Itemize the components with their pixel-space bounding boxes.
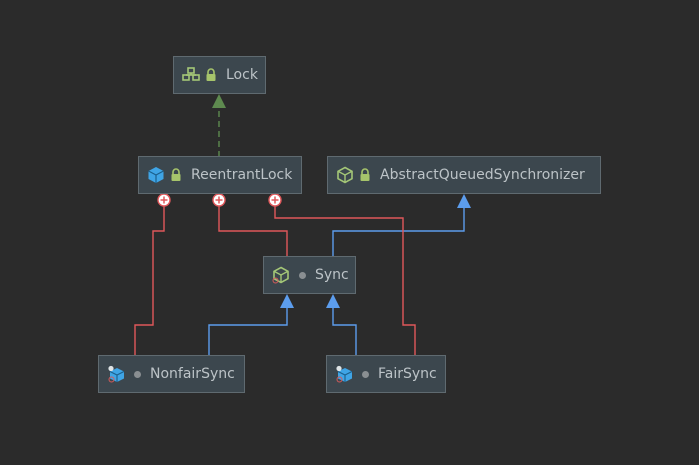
package-private-dot — [299, 271, 306, 279]
edge-extends-nonfair — [208, 307, 288, 356]
abstract-class-icon — [272, 266, 289, 284]
node-label: AbstractQueuedSynchronizer — [380, 167, 585, 183]
arrowhead-implements — [212, 94, 226, 108]
arrowhead-extends-fair — [326, 294, 340, 308]
node-nonfairsync[interactable]: NonfairSync — [98, 355, 245, 393]
arrowhead-extends-nonfair — [280, 294, 294, 308]
node-label: Lock — [226, 67, 258, 83]
static-nested-class-icon — [336, 365, 353, 383]
lock-icon — [171, 168, 181, 181]
inner-class-marker — [268, 193, 282, 207]
node-label: NonfairSync — [150, 366, 235, 382]
inner-class-marker — [157, 193, 171, 207]
lock-icon — [360, 168, 370, 181]
inner-class-marker — [212, 193, 226, 207]
lock-icon — [206, 68, 216, 81]
edge-inner-sync — [218, 206, 288, 257]
edge-extends-fair — [332, 307, 357, 356]
node-label: ReentrantLock — [191, 167, 293, 183]
package-private-dot — [362, 370, 369, 378]
edge-inner-fair — [274, 206, 416, 356]
edge-extends-aqs — [332, 207, 465, 257]
edge-inner-nonfair — [134, 206, 165, 356]
package-private-dot — [134, 370, 141, 378]
node-lock[interactable]: Lock — [173, 56, 266, 94]
node-label: Sync — [315, 267, 349, 283]
static-nested-class-icon — [108, 365, 125, 383]
node-reentrantlock[interactable]: ReentrantLock — [138, 156, 302, 194]
node-abstractqueuedsynchronizer[interactable]: AbstractQueuedSynchronizer — [327, 156, 601, 194]
node-sync[interactable]: Sync — [263, 256, 356, 294]
abstract-class-icon — [337, 166, 353, 184]
node-fairsync[interactable]: FairSync — [326, 355, 446, 393]
node-label: FairSync — [378, 366, 437, 382]
class-icon — [148, 167, 164, 183]
arrowhead-extends-aqs — [457, 194, 471, 208]
interface-icon — [182, 67, 200, 81]
